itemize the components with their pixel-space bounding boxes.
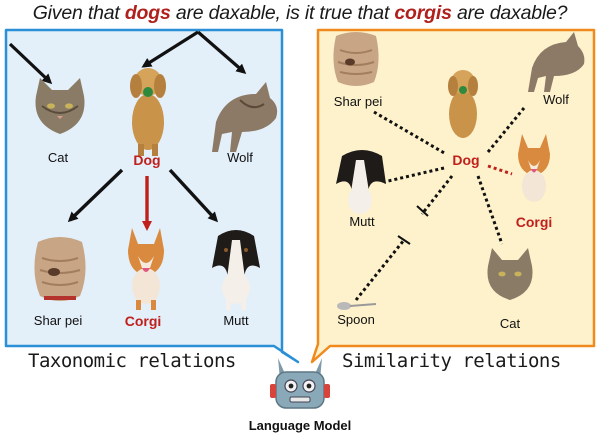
question-target: corgis <box>394 2 452 24</box>
question-post: are daxable? <box>456 2 568 24</box>
inhibit-bar-2 <box>397 235 411 245</box>
arrow-dog-to-mutt <box>168 168 219 223</box>
edge-spoon-weak <box>354 239 406 301</box>
taxonomy-child-arrows <box>67 168 219 231</box>
sim-sharpei-image <box>333 32 379 86</box>
arrow-dog-to-sharpei <box>67 168 124 223</box>
tax-label-mutt: Mutt <box>223 313 249 328</box>
sim-label-wolf: Wolf <box>543 92 569 107</box>
sim-dog-image <box>448 70 478 138</box>
tax-label-sharpei: Shar pei <box>33 313 83 328</box>
tax-label-dog: Dog <box>133 152 161 168</box>
taxonomic-caption: Taxonomic relations <box>28 350 236 372</box>
tax-label-corgi: Corgi <box>124 313 162 329</box>
question-title: Given that dogs are daxable, is it true … <box>0 2 600 25</box>
dog-image <box>130 68 166 156</box>
similarity-caption: Similarity relations <box>342 350 561 372</box>
sim-label-dog: Dog <box>452 152 480 168</box>
sim-label-sharpei: Shar pei <box>333 94 383 109</box>
edge-dog-weak <box>420 175 454 215</box>
sim-label-mutt: Mutt <box>349 214 375 229</box>
edge-dog-cat <box>476 175 504 245</box>
cat-image <box>35 78 85 134</box>
spoon-image <box>337 302 377 310</box>
sim-label-cat: Cat <box>499 316 521 331</box>
sim-label-corgi: Corgi <box>515 214 553 230</box>
arrow-to-wolf <box>196 30 247 74</box>
edge-dog-mutt <box>383 166 445 184</box>
sharpei-image <box>34 237 86 301</box>
sim-label-spoon: Spoon <box>337 312 375 327</box>
inhibit-bar-1 <box>416 205 429 217</box>
tax-label-wolf: Wolf <box>227 150 253 165</box>
edge-dog-sharpei <box>373 110 447 156</box>
arrow-to-dog <box>141 30 199 68</box>
question-pre: Given that <box>32 2 120 24</box>
robot-icon <box>270 358 330 409</box>
arrow-to-cat <box>8 42 53 85</box>
sim-cat-image <box>487 248 533 300</box>
sim-mutt-image <box>336 150 386 214</box>
taxonomy-top-arrows <box>8 30 247 85</box>
tax-label-cat: Cat <box>47 150 69 165</box>
sim-wolf-image <box>528 32 585 92</box>
question-mid: are daxable, is it true that <box>175 2 390 24</box>
edge-dog-corgi <box>487 164 513 176</box>
mutt-image <box>212 230 260 310</box>
similarity-edges <box>354 107 526 301</box>
sim-corgi-image <box>518 134 550 202</box>
corgi-image <box>128 228 164 310</box>
question-concept: dogs <box>124 2 171 24</box>
language-model-label: Language Model <box>248 418 352 433</box>
wolf-image <box>212 82 278 152</box>
